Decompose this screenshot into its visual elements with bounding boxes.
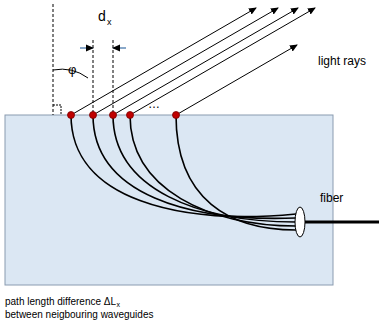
dim-label: d xyxy=(98,8,106,24)
angle-label: φ xyxy=(68,63,76,78)
waveguides xyxy=(71,115,296,230)
fiber-label: fiber xyxy=(320,192,343,206)
caption-part: between neigbouring waveguides xyxy=(5,309,153,321)
right-angle xyxy=(53,105,61,115)
ellipsis: … xyxy=(148,98,160,112)
caption-subscript: x xyxy=(117,301,121,309)
normal-line xyxy=(53,4,54,115)
dim-arrow xyxy=(113,47,126,48)
fiber-end xyxy=(295,207,305,237)
dim-arrow xyxy=(80,47,93,48)
dim-subscript: x xyxy=(107,17,112,27)
pitch-line xyxy=(93,40,94,115)
chip xyxy=(5,115,333,285)
caption-part: path length difference ΔL xyxy=(5,296,116,308)
emitter-dots xyxy=(68,112,180,119)
rays-label: light rays xyxy=(318,55,368,69)
light-rays xyxy=(71,8,315,115)
fiber xyxy=(305,221,379,224)
